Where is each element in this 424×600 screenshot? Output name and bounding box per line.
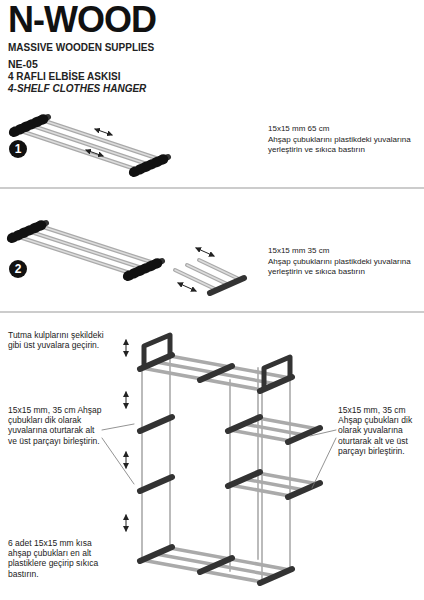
dimension: 15x15 mm 65 cm: [268, 124, 418, 134]
product-title-en: 4-SHELF CLOTHES HANGER: [8, 83, 258, 95]
assembly-note: 15x15 mm, 35 cm Ahşap çubukları dik olar…: [8, 405, 102, 446]
assembly-note: Tutma kulplarını şekildeki gibi üst yuva…: [8, 330, 108, 350]
step-number: 1: [9, 140, 27, 158]
product-title: 4 RAFLI ELBİSE ASKISI: [8, 71, 258, 83]
brand-logo: N-WOOD: [8, 2, 208, 38]
step-number: 2: [9, 260, 27, 278]
step-instruction: Ahşap çubuklarını plastikdeki yuvalarına…: [268, 257, 418, 276]
step-number-text: 1: [15, 142, 22, 156]
dimension: 15x15 mm 35 cm: [268, 246, 418, 256]
step-instruction: Ahşap çubuklarını plastikdeki yuvalarına…: [268, 135, 418, 154]
assembly-note: 15x15 mm, 35 cm Ahşap çubukları dik olar…: [338, 405, 422, 456]
assembly-note: 6 adet 15x15 mm kısa ahşap çubukları en …: [8, 538, 112, 579]
brand-tagline: MASSIVE WOODEN SUPPLIES: [8, 42, 208, 54]
model-number: NE-05: [8, 58, 258, 71]
step-number-text: 2: [15, 262, 22, 276]
